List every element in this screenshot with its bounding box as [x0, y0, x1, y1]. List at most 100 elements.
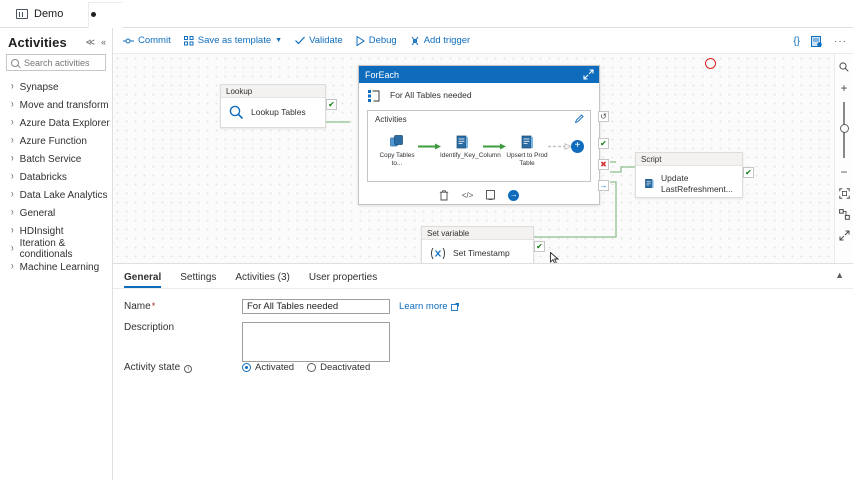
inner-activity-copy[interactable]: Copy Tables to...	[376, 135, 418, 169]
add-activity-icon[interactable]: +	[571, 140, 584, 153]
code-brackets-icon[interactable]: {}	[793, 36, 800, 47]
tab-general[interactable]: General	[124, 272, 161, 288]
node-foreach[interactable]: ForEach For All Tables needed A	[358, 65, 600, 205]
tab-user-properties[interactable]: User properties	[309, 272, 377, 288]
foreach-activities-frame: Activities Copy Tables to...	[367, 110, 591, 182]
code-icon[interactable]: </>	[462, 191, 474, 200]
failure-handle[interactable]: ✖	[598, 159, 609, 170]
node-script[interactable]: Script Update LastRefreshment...	[635, 152, 743, 198]
search-activities-input[interactable]	[24, 58, 112, 68]
name-input[interactable]	[242, 299, 390, 314]
foreach-title: For All Tables needed	[390, 90, 472, 101]
inner-activity-copy-label: Copy Tables to...	[375, 152, 419, 169]
zoom-slider-knob[interactable]	[840, 124, 849, 133]
sidebar-item-databricks[interactable]: › Databricks	[0, 168, 112, 186]
learn-more-label: Learn more	[399, 301, 448, 312]
skip-handle[interactable]: →	[598, 180, 609, 191]
foreach-header: ForEach	[359, 66, 599, 83]
auto-align-icon[interactable]	[837, 207, 852, 221]
script-success-handle[interactable]: ✔	[743, 167, 754, 178]
fit-to-screen-icon[interactable]	[837, 186, 852, 200]
learn-more-link[interactable]: Learn more	[399, 301, 459, 312]
debug-button[interactable]: Debug	[356, 28, 397, 54]
inner-activity-identify-key-column-label: Identify_Key_Column	[440, 152, 484, 160]
add-trigger-button[interactable]: Add trigger	[410, 28, 470, 54]
sidebar-item-azure-data-explorer[interactable]: › Azure Data Explorer	[0, 114, 112, 132]
zoom-in-icon[interactable]: +	[837, 81, 852, 95]
node-lookup-name: Lookup Tables	[251, 107, 306, 118]
node-set-variable[interactable]: Set variable Set Timestamp	[421, 226, 534, 263]
chevron-right-icon: ›	[11, 190, 14, 201]
zoom-out-icon[interactable]: −	[837, 165, 852, 179]
pin-icon[interactable]: «	[101, 38, 106, 47]
search-activities-wrap	[0, 54, 112, 71]
flow-arrow-icon	[483, 143, 506, 150]
sidebar-item-batch-service[interactable]: › Batch Service	[0, 150, 112, 168]
canvas-zoom-rail: + −	[834, 54, 853, 263]
run-arrow-icon[interactable]: →	[508, 190, 519, 201]
sidebar-item-move-and-transform[interactable]: › Move and transform	[0, 96, 112, 114]
node-lookup-type: Lookup	[221, 85, 325, 98]
node-set-variable-name: Set Timestamp	[453, 248, 510, 259]
chevron-collapse-icon[interactable]: ≪	[86, 38, 95, 47]
play-icon	[356, 36, 365, 46]
pencil-icon[interactable]	[575, 114, 584, 123]
validate-button[interactable]: Validate	[295, 28, 343, 54]
sidebar-item-iteration-and-conditionals[interactable]: › Iteration & conditionals	[0, 240, 112, 258]
tab-demo[interactable]: Demo	[8, 0, 104, 28]
radio-deactivated[interactable]: Deactivated	[307, 362, 370, 373]
delete-icon[interactable]	[439, 190, 449, 201]
sidebar-item-azure-function[interactable]: › Azure Function	[0, 132, 112, 150]
properties-icon[interactable]	[811, 36, 823, 47]
pipeline-command-bar: Commit Save as template ▼ Validate Debug	[113, 28, 853, 54]
description-textarea[interactable]	[242, 322, 390, 362]
chevron-right-icon: ›	[11, 136, 14, 147]
expand-canvas-icon[interactable]	[837, 228, 852, 242]
more-ellipsis-icon[interactable]: ···	[834, 36, 847, 47]
sidebar-item-label: Batch Service	[20, 154, 82, 165]
sidebar-item-label: Databricks	[20, 172, 67, 183]
lookup-success-handle[interactable]: ✔	[326, 99, 337, 110]
info-icon[interactable]: i	[184, 365, 192, 373]
pipeline-canvas[interactable]: Lookup Lookup Tables ✔ ForEach	[113, 54, 853, 263]
zoom-search-icon[interactable]	[837, 60, 852, 74]
debug-label: Debug	[369, 35, 397, 46]
sidebar-item-label: Data Lake Analytics	[20, 190, 108, 201]
sidebar-item-label: Synapse	[20, 82, 59, 93]
clone-icon[interactable]	[486, 190, 495, 201]
save-as-template-button[interactable]: Save as template ▼	[184, 28, 282, 54]
radio-activated[interactable]: Activated	[242, 362, 294, 373]
chevron-up-icon[interactable]: ▲	[835, 270, 844, 280]
sidebar-item-synapse[interactable]: › Synapse	[0, 78, 112, 96]
tab-activities[interactable]: Activities (3)	[235, 272, 289, 288]
zoom-slider[interactable]	[837, 102, 852, 158]
inner-activity-upsert-to-prod-table-label: Upsert to Prod Table	[505, 152, 549, 169]
sidebar-item-label: HDInsight	[20, 226, 64, 237]
node-script-name: Update LastRefreshment...	[661, 173, 734, 194]
sidebar-item-label: Azure Data Explorer	[20, 118, 110, 129]
expand-icon[interactable]	[583, 69, 594, 80]
description-field-row: Description	[124, 322, 390, 362]
inner-activity-identify-key-column[interactable]: Identify_Key_Column	[441, 135, 483, 160]
radio-deactivated-label: Deactivated	[320, 362, 370, 373]
inner-activity-upsert-to-prod-table[interactable]: Upsert to Prod Table	[506, 135, 548, 169]
script-icon	[455, 135, 469, 149]
sidebar-item-machine-learning[interactable]: › Machine Learning	[0, 258, 112, 276]
node-lookup[interactable]: Lookup Lookup Tables	[220, 84, 326, 128]
success-handle[interactable]: ✔	[598, 138, 609, 149]
chevron-right-icon: ›	[11, 262, 14, 273]
activity-state-label: Activity statei	[124, 362, 242, 373]
properties-panel-empty-area	[113, 388, 853, 480]
tab-settings[interactable]: Settings	[180, 272, 216, 288]
sidebar-item-label: Iteration & conditionals	[20, 238, 112, 260]
required-asterisk: *	[152, 301, 156, 311]
name-label-text: Name	[124, 301, 151, 312]
commit-icon	[123, 37, 134, 45]
search-activities-box[interactable]	[6, 54, 106, 71]
commit-button[interactable]: Commit	[123, 28, 171, 54]
retry-handle[interactable]: ↺	[598, 111, 609, 122]
sidebar-item-data-lake-analytics[interactable]: › Data Lake Analytics	[0, 186, 112, 204]
template-icon	[184, 36, 194, 46]
sidebar-item-general[interactable]: › General	[0, 204, 112, 222]
set-variable-success-handle[interactable]: ✔	[534, 241, 545, 252]
